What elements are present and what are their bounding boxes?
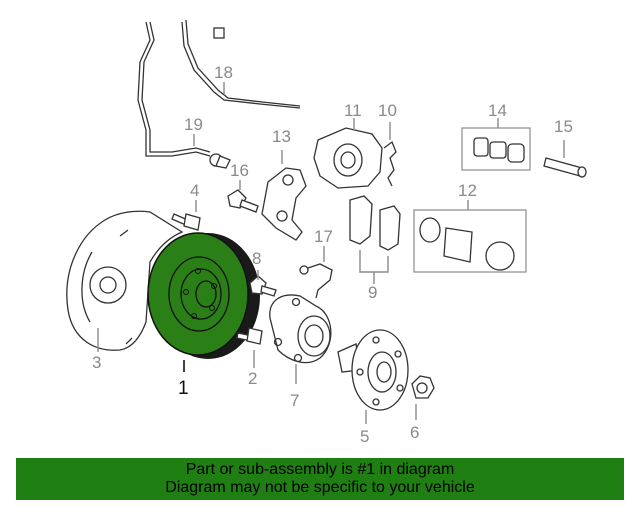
part-label-17[interactable]: 17 (314, 227, 333, 246)
guide-pin-part-15[interactable] (543, 157, 587, 178)
bolt-part-16[interactable] (227, 189, 259, 213)
bolt-part-8[interactable] (249, 275, 277, 297)
parts-diagram: 1 2 3 4 5 6 7 8 9 10 11 12 13 14 15 16 1… (66, 19, 587, 446)
part-label-7[interactable]: 7 (290, 391, 299, 410)
brake-hose-part-19[interactable] (137, 21, 231, 169)
part-label-10[interactable]: 10 (378, 101, 397, 120)
part-label-13[interactable]: 13 (272, 127, 291, 146)
leader-lines (97, 82, 565, 424)
brake-caliper-part-11[interactable] (313, 127, 383, 189)
banner-line-1: Part or sub-assembly is #1 in diagram (185, 461, 455, 478)
info-banner: Part or sub-assembly is #1 in diagram Di… (16, 458, 624, 500)
part-label-14[interactable]: 14 (488, 101, 507, 120)
part-label-16[interactable]: 16 (230, 161, 249, 180)
part-label-2[interactable]: 2 (248, 369, 257, 388)
piston-kit-part-12[interactable] (413, 209, 527, 273)
brake-line-part-18[interactable] (181, 19, 301, 109)
clip-part-10[interactable] (383, 140, 397, 187)
banner-line-2: Diagram may not be specific to your vehi… (165, 479, 475, 496)
brake-rotor-part-1[interactable] (147, 232, 260, 359)
caliper-bracket-part-13[interactable] (261, 167, 307, 241)
part-label-3[interactable]: 3 (92, 353, 101, 372)
part-label-9[interactable]: 9 (368, 283, 377, 302)
part-label-18[interactable]: 18 (214, 63, 233, 82)
part-label-11[interactable]: 11 (344, 101, 362, 120)
part-label-15[interactable]: 15 (554, 117, 573, 136)
bolt-part-4[interactable] (171, 213, 201, 231)
wheel-hub-part-5[interactable] (337, 329, 409, 411)
seal-kit-part-14[interactable] (461, 127, 531, 171)
part-label-8[interactable]: 8 (252, 249, 261, 268)
hub-nut-part-6[interactable] (411, 375, 435, 399)
part-label-1[interactable]: 1 (178, 378, 189, 399)
brake-pads-part-9[interactable] (349, 195, 401, 251)
part-label-19[interactable]: 19 (184, 115, 203, 134)
part-label-12[interactable]: 12 (458, 181, 477, 200)
hub-bearing-part-7[interactable] (269, 294, 332, 364)
dust-shield-part-3[interactable] (66, 210, 184, 351)
bolt-part-2[interactable] (236, 327, 263, 345)
part-label-6[interactable]: 6 (410, 423, 419, 442)
part-label-5[interactable]: 5 (360, 427, 369, 446)
wear-sensor-part-17[interactable] (299, 263, 333, 299)
part-label-4[interactable]: 4 (190, 181, 199, 200)
